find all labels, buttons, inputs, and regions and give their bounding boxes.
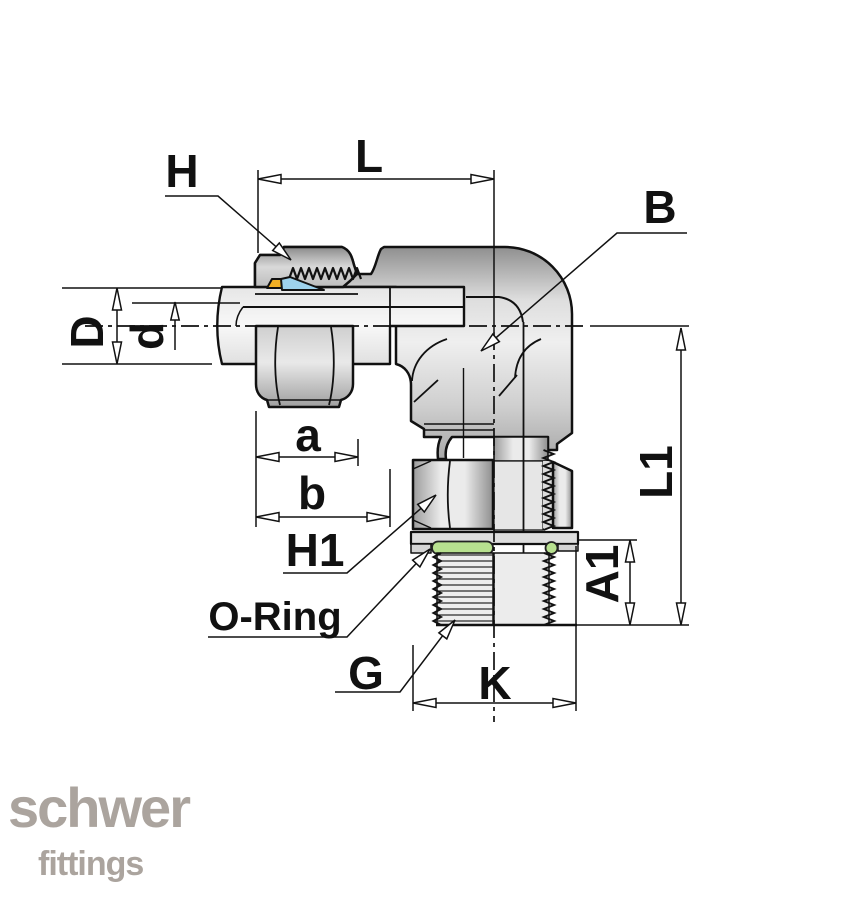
compression-nut bbox=[253, 245, 363, 409]
coupling-thread bbox=[287, 266, 363, 281]
dim-label-b-leader: B bbox=[643, 181, 676, 233]
dim-d bbox=[132, 301, 240, 350]
dim-L bbox=[257, 170, 495, 332]
dim-label-k: K bbox=[478, 657, 511, 709]
body-contours bbox=[411, 338, 542, 431]
dim-label-d-inner: d bbox=[121, 322, 173, 350]
dim-label-h1: H1 bbox=[286, 524, 345, 576]
dim-label-a: a bbox=[295, 409, 321, 461]
dim-b bbox=[255, 469, 391, 527]
stud-shank bbox=[493, 460, 544, 531]
dim-label-h: H bbox=[165, 145, 198, 197]
dim-L1 bbox=[560, 325, 689, 626]
centerlines bbox=[85, 325, 588, 722]
dim-label-d-outer: D bbox=[61, 315, 113, 348]
male-thread-section bbox=[431, 552, 577, 627]
brand-tagline: fittings bbox=[38, 845, 144, 883]
cutting-ring bbox=[266, 276, 325, 291]
dim-label-o-ring: O-Ring bbox=[208, 595, 341, 639]
cutting-ring-blue bbox=[280, 276, 325, 291]
dimensions bbox=[62, 170, 689, 711]
leader-H1 bbox=[283, 494, 437, 574]
dim-D bbox=[62, 287, 222, 365]
dimension-labels: H L B D d a b H1 O-Ring G K A1 L1 bbox=[61, 130, 682, 709]
stud-thread-profile bbox=[541, 552, 557, 626]
leader-G bbox=[335, 619, 456, 693]
o-ring-seal bbox=[431, 540, 559, 555]
leader-B bbox=[480, 232, 687, 352]
leader-H bbox=[165, 195, 292, 261]
dim-K bbox=[412, 546, 577, 711]
dim-a bbox=[255, 411, 359, 527]
dim-label-l: L bbox=[355, 130, 383, 182]
dim-label-g: G bbox=[348, 647, 384, 699]
port-thread-upper bbox=[540, 449, 557, 531]
stud-neck bbox=[493, 436, 549, 462]
dim-label-b: b bbox=[298, 467, 326, 519]
dim-label-l1: L1 bbox=[630, 445, 682, 499]
dim-label-a1: A1 bbox=[576, 545, 628, 604]
brand-name: schwer bbox=[8, 776, 191, 839]
dim-A1 bbox=[578, 539, 637, 626]
locknut-h1 bbox=[411, 458, 574, 531]
leader-O-Ring bbox=[208, 548, 431, 638]
body-bore-line bbox=[466, 296, 524, 323]
